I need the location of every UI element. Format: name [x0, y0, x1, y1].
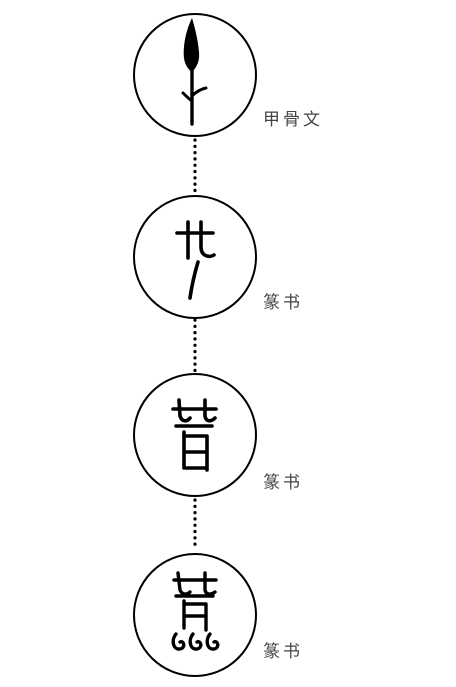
stage-circle	[133, 195, 257, 319]
seal-script-glyph-icon	[175, 220, 216, 300]
stage-label-seal-script-1: 篆书	[263, 293, 303, 313]
stage-label-oracle-bone: 甲骨文	[263, 110, 323, 130]
seal-script-glyph-icon	[171, 398, 218, 472]
stage-label-seal-script-2: 篆书	[263, 473, 303, 493]
stage-circle	[133, 13, 257, 137]
stage-seal-script-3	[133, 553, 257, 677]
oracle-bone-glyph-icon	[181, 18, 208, 126]
stage-oracle-bone	[133, 13, 257, 137]
stage-seal-script-1	[133, 195, 257, 319]
stage-seal-script-2	[133, 373, 257, 497]
seal-script-glyph-icon	[171, 571, 220, 651]
stage-label-seal-script-3: 篆书	[263, 642, 303, 662]
